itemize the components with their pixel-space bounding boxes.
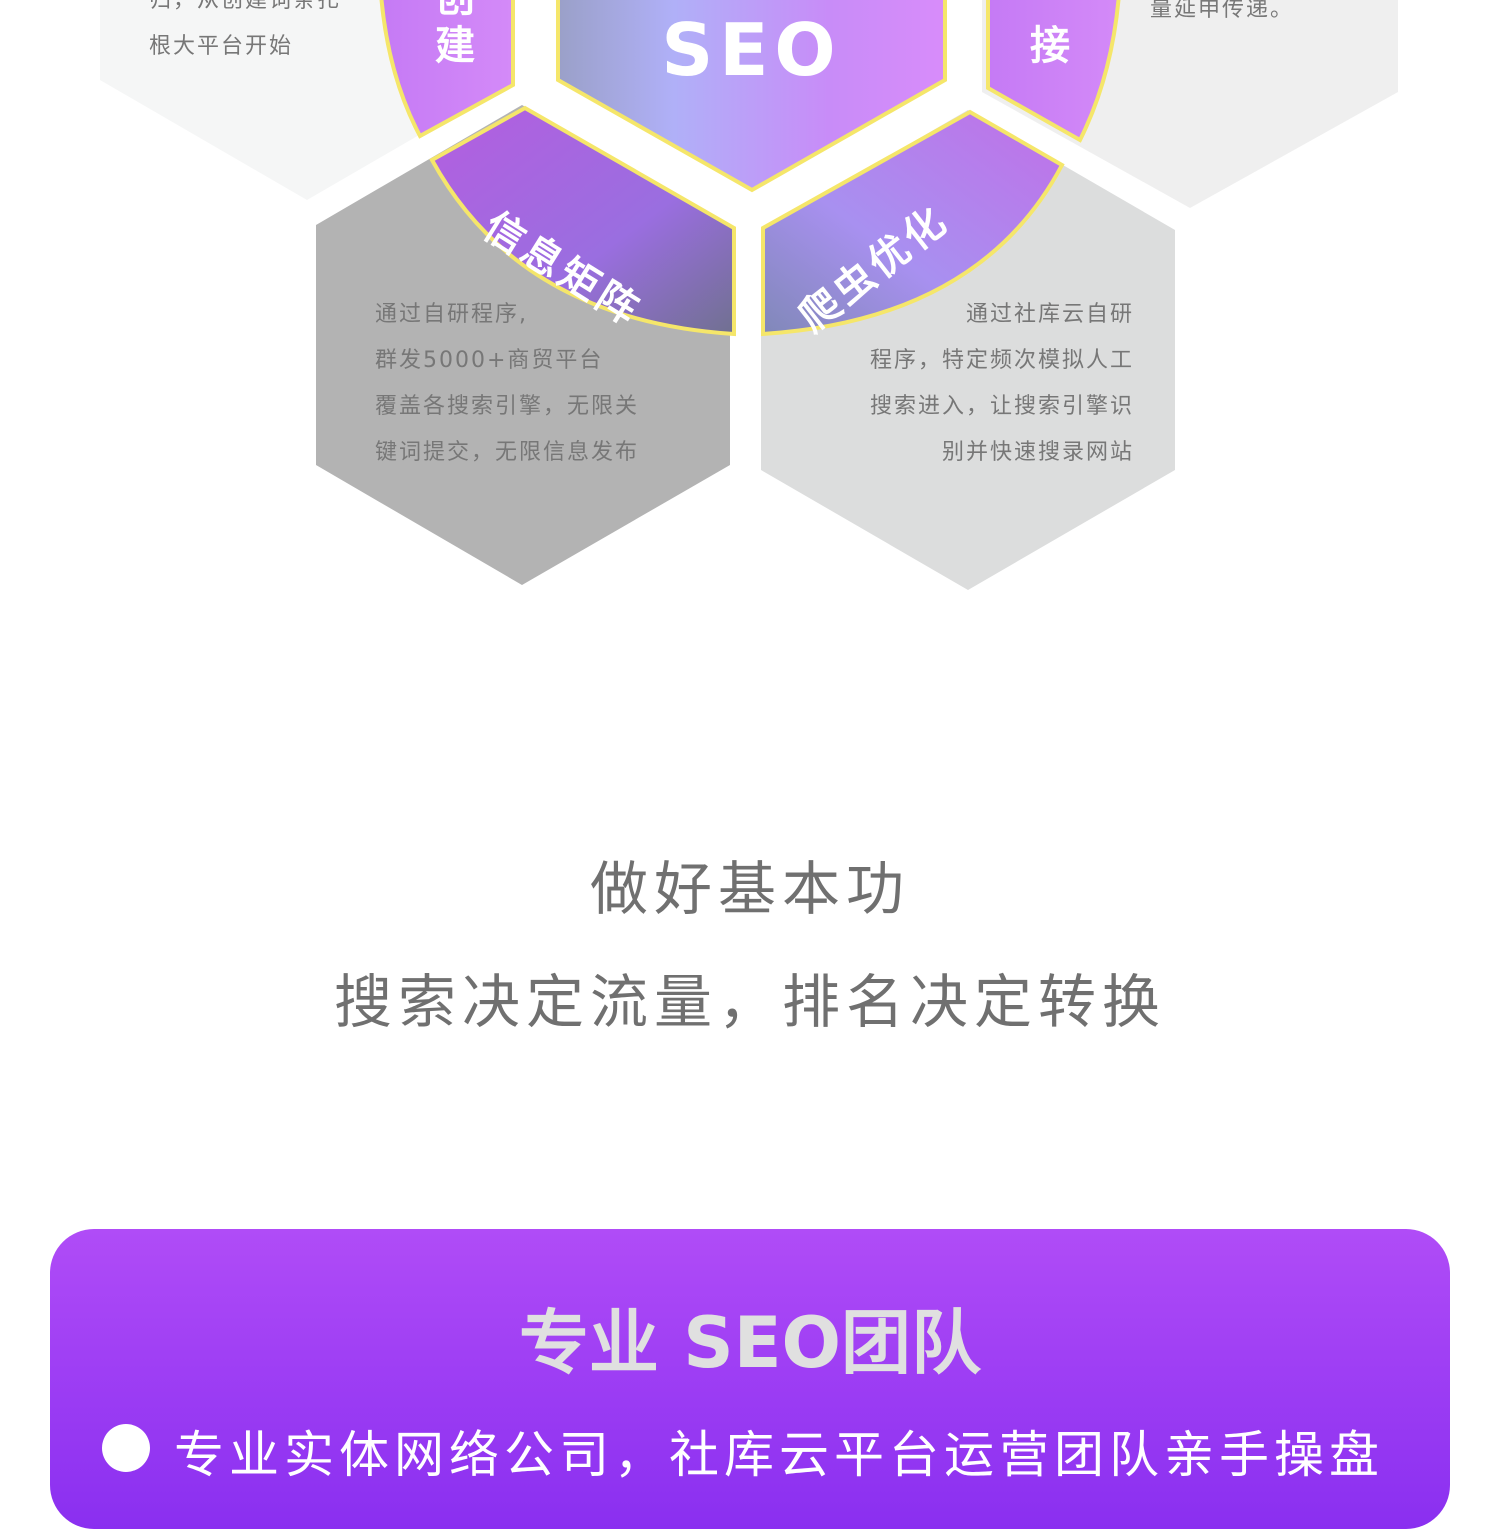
petal-center	[556, 0, 947, 193]
petal-left-top-label: 创建	[435, 0, 475, 69]
slogan-line-1: 做好基本功	[589, 855, 910, 923]
petal-right-top	[986, 0, 1121, 143]
text-line: 搜索进入，让搜索引擎识	[869, 394, 1134, 419]
text-line: 通过自研程序,	[375, 302, 528, 327]
petal-bottom-left	[429, 105, 736, 337]
text-line: 群发5000+商贸平台	[375, 348, 604, 373]
petal-right-top-label: 接	[1030, 23, 1070, 69]
petal-bottom-right	[761, 109, 1065, 337]
bullet-dot-icon	[102, 1424, 150, 1472]
hex-top-left-text: 归，从创建词条扎 根大平台开始	[149, 0, 341, 70]
text-line: 覆盖各搜索引擎，无限关	[375, 394, 640, 419]
text-line: 通过社库云自研	[965, 302, 1134, 327]
slogan-line-2: 搜索决定流量，排名决定转换	[333, 968, 1166, 1036]
text-line: 别并快速搜录网站	[941, 440, 1134, 465]
text-line: 键词提交，无限信息发布	[375, 440, 640, 465]
text-line: 程序，特定频次模拟人工	[869, 348, 1134, 373]
hex-top-right-text: 量延申传递。	[1150, 0, 1294, 33]
text-line: 量延申传递。	[1150, 0, 1295, 22]
hex-bottom-left-text: 通过自研程序, 群发5000+商贸平台 覆盖各搜索引擎，无限关 键词提交，无限信…	[375, 292, 639, 476]
text-line: 根大平台开始	[149, 34, 294, 59]
center-seo-label: SEO	[661, 8, 842, 92]
team-card-title: 专业 SEO团队	[518, 1302, 982, 1384]
text-line: 归，从创建词条扎	[149, 0, 342, 13]
petal-left-top	[379, 0, 515, 139]
team-card: 专业 SEO团队 专业实体网络公司，社库云平台运营团队亲手操盘	[50, 1229, 1450, 1529]
hex-bottom-right-text: 通过社库云自研 程序，特定频次模拟人工 搜索进入，让搜索引擎识 别并快速搜录网站	[870, 292, 1134, 476]
team-card-item: 专业实体网络公司，社库云平台运营团队亲手操盘	[174, 1426, 1384, 1484]
